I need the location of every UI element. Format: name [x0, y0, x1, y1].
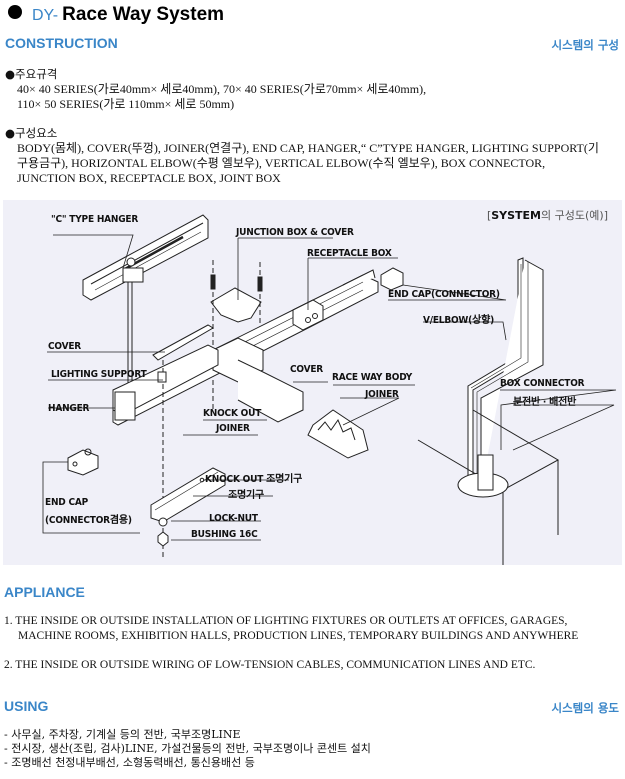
receptacle-box	[292, 299, 324, 331]
components-line: BODY(몸체), COVER(뚜껑), JOINER(연결구), END CA…	[17, 141, 599, 155]
using-list-item: - 전시장, 생산(조립, 검사)LINE, 가설건물등의 전반, 국부조명이나…	[4, 742, 371, 755]
label-cover-left: COVER	[48, 341, 82, 352]
diagram-caption: [SYSTEM의 구성도(예)]	[486, 209, 608, 222]
diagram-drawing	[42, 214, 617, 565]
specs-line: 110× 50 SERIES(가로 110mm× 세로 50mm)	[17, 97, 235, 111]
specs-label: ●주요규격	[5, 67, 58, 81]
caption-rest: 의 구성도(예)	[541, 209, 604, 222]
label-lighting-support: LIGHTING SUPPORT	[51, 369, 147, 380]
appliance-heading: APPLIANCE	[4, 584, 85, 600]
bushing-part	[157, 531, 169, 547]
label-fixture: 조명기구	[228, 490, 264, 501]
using-list: - 사무실, 주차장, 기계실 등의 전반, 국부조명LINE - 전시장, 생…	[4, 728, 371, 770]
title-prefix: DY-	[32, 7, 59, 24]
using-list-item: - 조명배선 천정내부배선, 소형동력배선, 통신용배선 등	[4, 756, 255, 769]
distribution-panel-box	[417, 409, 560, 565]
label-bushing: BUSHING 16C	[191, 529, 258, 540]
label-distribution-panel: 분전반 · 배전반	[513, 397, 577, 408]
construction-subheading: 시스템의 구성	[551, 38, 619, 52]
joiner-part	[307, 409, 369, 459]
label-end-cap-sub: (CONNECTOR겸용)	[45, 515, 132, 526]
label-box-connector: BOX CONNECTOR	[500, 378, 585, 389]
label-race-way-body: RACE WAY BODY	[332, 372, 413, 383]
leader-lines	[42, 234, 617, 541]
system-diagram: [SYSTEM의 구성도(예)] "C" TYPE HANGER JUNCTIO…	[3, 200, 622, 565]
appliance-item-line: MACHINE ROOMS, EXHIBITION HALLS, PRODUCT…	[18, 630, 579, 642]
specs-line: 40× 40 SERIES(가로40mm× 세로40mm), 70× 40 SE…	[17, 82, 427, 96]
label-joiner-center: JOINER	[216, 423, 250, 434]
components-line: 구용금구), HORIZONTAL ELBOW(수평 엘보우), VERTICA…	[17, 156, 546, 170]
v-elbow-part	[467, 257, 544, 493]
label-joiner-right: JOINER	[365, 389, 399, 400]
components-line: JUNCTION BOX, RECEPTACLE BOX, JOINT BOX	[17, 171, 281, 185]
c-type-hanger-rail	[82, 214, 209, 301]
components-text: BODY(몸체), COVER(뚜껑), JOINER(연결구), END CA…	[17, 141, 599, 186]
label-end-cap: END CAP	[45, 497, 89, 508]
label-knock-out-fixture: KNOCK OUT 조명기구	[205, 474, 303, 485]
label-lock-nut: LOCK-NUT	[209, 513, 258, 524]
hanger-clamp	[122, 257, 144, 283]
using-heading: USING	[4, 698, 49, 714]
appliance-item: 2. THE INSIDE OR OUTSIDE WIRING OF LOW-T…	[4, 658, 535, 673]
appliance-item-line: 1. THE INSIDE OR OUTSIDE INSTALLATION OF…	[4, 615, 568, 627]
junction-box-body	[212, 337, 304, 423]
end-cap-part	[67, 448, 99, 476]
caption-bold: SYSTEM	[491, 209, 542, 222]
label-c-type-hanger: "C" TYPE HANGER	[51, 214, 139, 225]
label-knock-out: KNOCK OUT	[203, 408, 262, 419]
label-v-elbow: V/ELBOW(상향)	[423, 315, 494, 326]
using-list-item: - 사무실, 주차장, 기계실 등의 전반, 국부조명LINE	[4, 728, 241, 741]
lock-nut-part	[158, 517, 168, 527]
label-cover-center: COVER	[290, 364, 324, 375]
bullet-icon	[8, 5, 22, 19]
lighting-fixture	[150, 467, 226, 523]
appliance-item: 1. THE INSIDE OR OUTSIDE INSTALLATION OF…	[4, 614, 578, 644]
label-junction-box-cover: JUNCTION BOX & COVER	[236, 227, 354, 238]
title-text: Race Way System	[62, 4, 225, 25]
label-end-cap-connector: END CAP(CONNECTOR)	[388, 289, 500, 300]
specs-text: 40× 40 SERIES(가로40mm× 세로40mm), 70× 40 SE…	[17, 82, 426, 112]
page-title: DY- Race Way System	[8, 4, 224, 26]
appliance-item-line: 2. THE INSIDE OR OUTSIDE WIRING OF LOW-T…	[4, 659, 536, 671]
label-hanger: HANGER	[48, 403, 90, 414]
components-label: ●구성요소	[5, 126, 58, 140]
receptacle-end-cap-part	[380, 267, 404, 291]
using-subheading: 시스템의 용도	[551, 701, 619, 715]
label-receptacle-box: RECEPTACLE BOX	[307, 248, 392, 259]
cover-piece	[152, 324, 214, 361]
lighting-support-part	[157, 371, 167, 383]
construction-heading: CONSTRUCTION	[5, 35, 118, 51]
